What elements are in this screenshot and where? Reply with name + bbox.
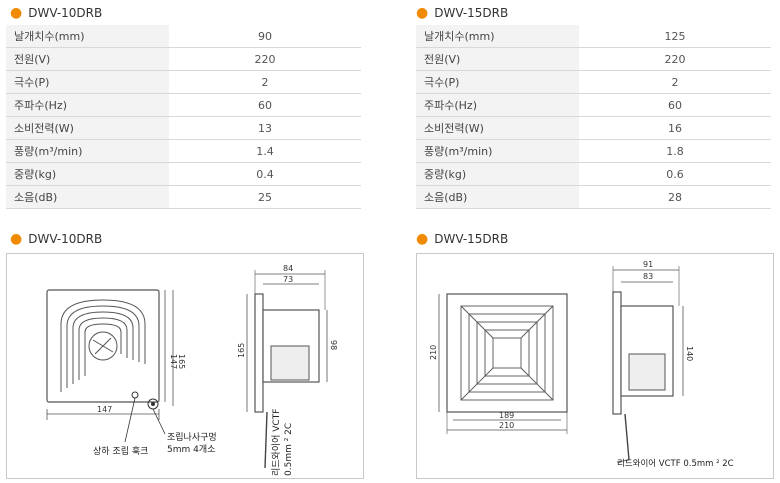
- spec-value: 13: [169, 116, 361, 140]
- spec-label: 극수(P): [6, 70, 169, 94]
- screw-label-line2: 5mm 4개소: [167, 444, 215, 455]
- spec-row: 소비전력(W)16: [416, 116, 771, 140]
- front-width-label: 147: [97, 405, 112, 414]
- spec-value: 25: [169, 185, 361, 209]
- spec-label: 풍량(m³/min): [416, 139, 579, 163]
- screw-label-line1: 조립나사구멍: [167, 432, 217, 443]
- spec-row: 중량(kg)0.6: [416, 162, 771, 186]
- side-top-a-label: 91: [643, 260, 653, 269]
- spec-value: 60: [579, 93, 771, 117]
- left-dimension-diagram: 147 165 147 상하 조립 훅크 조립나사구멍 5mm 4개소 84 7…: [6, 253, 364, 479]
- spec-value: 125: [579, 25, 771, 48]
- bullet-icon: ●: [10, 5, 23, 21]
- spec-value: 220: [579, 47, 771, 71]
- wire-label-line2: 0.5mm ² 2C: [284, 423, 294, 476]
- right-diagram-model: DWV-15DRB: [434, 232, 509, 246]
- bullet-icon: ●: [416, 5, 429, 21]
- side-height-label: 165: [237, 343, 246, 358]
- spec-row: 소음(dB)25: [6, 185, 361, 209]
- spec-row: 소비전력(W)13: [6, 116, 361, 140]
- spec-value: 1.8: [579, 139, 771, 163]
- right-diagram-drawing: 210 189 210 91 83 140 리드와이어 VCTF 0.5mm ²…: [429, 260, 734, 469]
- spec-row: 전원(V)220: [416, 47, 771, 71]
- spec-label: 소비전력(W): [6, 116, 169, 140]
- wire-label: 리드와이어 VCTF 0.5mm ² 2C: [617, 458, 734, 469]
- hook-label: 상하 조립 훅크: [93, 445, 148, 457]
- spec-value: 2: [579, 70, 771, 94]
- spec-row: 날개치수(mm)125: [416, 25, 771, 48]
- spec-value: 0.6: [579, 162, 771, 186]
- side-inner-label: 140: [685, 346, 694, 361]
- spec-label: 주파수(Hz): [6, 93, 169, 117]
- side-inner-label: 98: [329, 340, 338, 350]
- spec-label: 극수(P): [416, 70, 579, 94]
- spec-label: 날개치수(mm): [6, 25, 169, 48]
- spec-label: 소음(dB): [6, 185, 169, 209]
- front-grille: [446, 293, 568, 413]
- spec-value: 60: [169, 93, 361, 117]
- spec-value: 90: [169, 25, 361, 48]
- spec-label: 전원(V): [6, 47, 169, 71]
- spec-label: 중량(kg): [6, 162, 169, 186]
- spec-value: 220: [169, 47, 361, 71]
- left-diagram-model: DWV-10DRB: [28, 232, 103, 246]
- spec-label: 소음(dB): [416, 185, 579, 209]
- spec-label: 주파수(Hz): [416, 93, 579, 117]
- spec-label: 날개치수(mm): [416, 25, 579, 48]
- spec-row: 주파수(Hz)60: [6, 93, 361, 117]
- side-top-b-label: 73: [283, 275, 293, 284]
- left-diagram-title: ● DWV-10DRB: [10, 230, 102, 248]
- spec-row: 풍량(m³/min)1.8: [416, 139, 771, 163]
- front-width-b-label: 210: [499, 421, 514, 430]
- left-model-name: DWV-10DRB: [28, 6, 103, 20]
- right-model-name: DWV-15DRB: [434, 6, 509, 20]
- side-top-b-label: 83: [643, 272, 653, 281]
- spec-value: 28: [579, 185, 771, 209]
- spec-row: 극수(P)2: [416, 70, 771, 94]
- spec-value: 0.4: [169, 162, 361, 186]
- spec-value: 1.4: [169, 139, 361, 163]
- right-model-title: ● DWV-15DRB: [416, 4, 508, 22]
- front-height-label: 210: [429, 345, 438, 360]
- spec-row: 풍량(m³/min)1.4: [6, 139, 361, 163]
- spec-row: 주파수(Hz)60: [416, 93, 771, 117]
- spec-value: 16: [579, 116, 771, 140]
- spec-row: 전원(V)220: [6, 47, 361, 71]
- spec-row: 날개치수(mm)90: [6, 25, 361, 48]
- front-width-a-label: 189: [499, 411, 514, 420]
- spec-row: 중량(kg)0.4: [6, 162, 361, 186]
- wire-label-line1: 리드와이어 VCTF: [270, 409, 282, 476]
- front-height-a-label: 147: [169, 354, 178, 369]
- bullet-icon: ●: [416, 231, 429, 247]
- right-dimension-diagram: 210 189 210 91 83 140 리드와이어 VCTF 0.5mm ²…: [416, 253, 774, 479]
- spec-label: 전원(V): [416, 47, 579, 71]
- spec-row: 소음(dB)28: [416, 185, 771, 209]
- spec-label: 중량(kg): [416, 162, 579, 186]
- front-height-b-label: 165: [177, 354, 186, 369]
- spec-row: 극수(P)2: [6, 70, 361, 94]
- right-diagram-title: ● DWV-15DRB: [416, 230, 508, 248]
- spec-label: 소비전력(W): [416, 116, 579, 140]
- left-model-title: ● DWV-10DRB: [10, 4, 102, 22]
- spec-value: 2: [169, 70, 361, 94]
- side-top-a-label: 84: [283, 264, 293, 273]
- spec-label: 풍량(m³/min): [6, 139, 169, 163]
- left-diagram-drawing: 147 165 147 상하 조립 훅크 조립나사구멍 5mm 4개소 84 7…: [46, 264, 338, 476]
- bullet-icon: ●: [10, 231, 23, 247]
